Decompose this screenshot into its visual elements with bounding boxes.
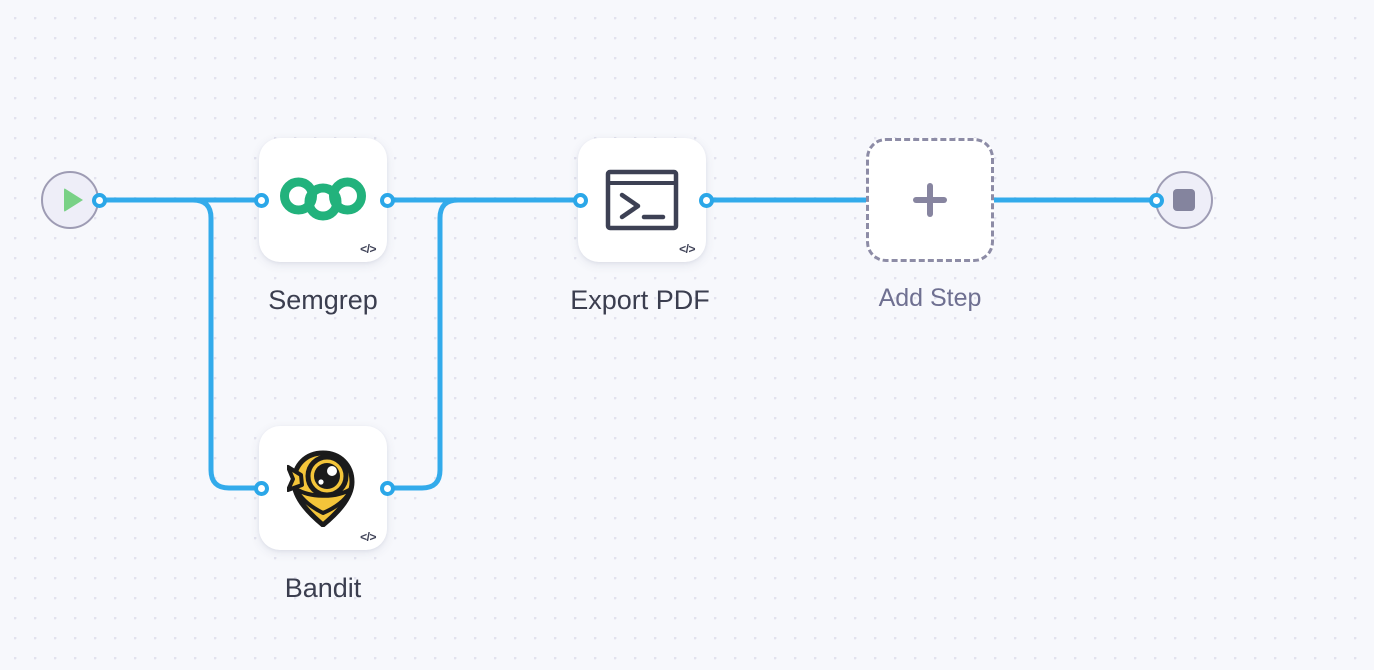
play-icon: [64, 188, 83, 212]
semgrep-input-port[interactable]: [254, 193, 269, 208]
start-node-output-port[interactable]: [92, 193, 107, 208]
terminal-icon: [578, 138, 706, 262]
step-label-semgrep: Semgrep: [268, 285, 378, 315]
end-node-input-port[interactable]: [1149, 193, 1164, 208]
step-node-semgrep[interactable]: </>: [259, 138, 387, 262]
edge-start-to-bandit: [96, 197, 264, 491]
semgrep-logo-icon: [259, 138, 387, 262]
step-node-bandit[interactable]: </>: [259, 426, 387, 550]
add-step-label: Add Step: [878, 284, 982, 312]
export-pdf-output-port[interactable]: [699, 193, 714, 208]
start-node[interactable]: [41, 171, 99, 229]
step-label-bandit: Bandit: [284, 573, 362, 603]
edge-bandit-to-exportpdf: [384, 197, 583, 491]
export-pdf-input-port[interactable]: [573, 193, 588, 208]
step-node-export-pdf[interactable]: </>: [578, 138, 706, 262]
step-label-export-pdf: Export PDF: [570, 285, 710, 315]
code-badge-icon: </>: [360, 242, 376, 256]
plus-icon: [913, 183, 947, 217]
bandit-output-port[interactable]: [380, 481, 395, 496]
add-step-button[interactable]: [866, 138, 994, 262]
code-badge-icon: </>: [360, 530, 376, 544]
stop-icon: [1173, 189, 1195, 211]
bandit-input-port[interactable]: [254, 481, 269, 496]
bandit-logo-icon: [259, 426, 387, 550]
semgrep-output-port[interactable]: [380, 193, 395, 208]
code-badge-icon: </>: [679, 242, 695, 256]
end-node[interactable]: [1155, 171, 1213, 229]
